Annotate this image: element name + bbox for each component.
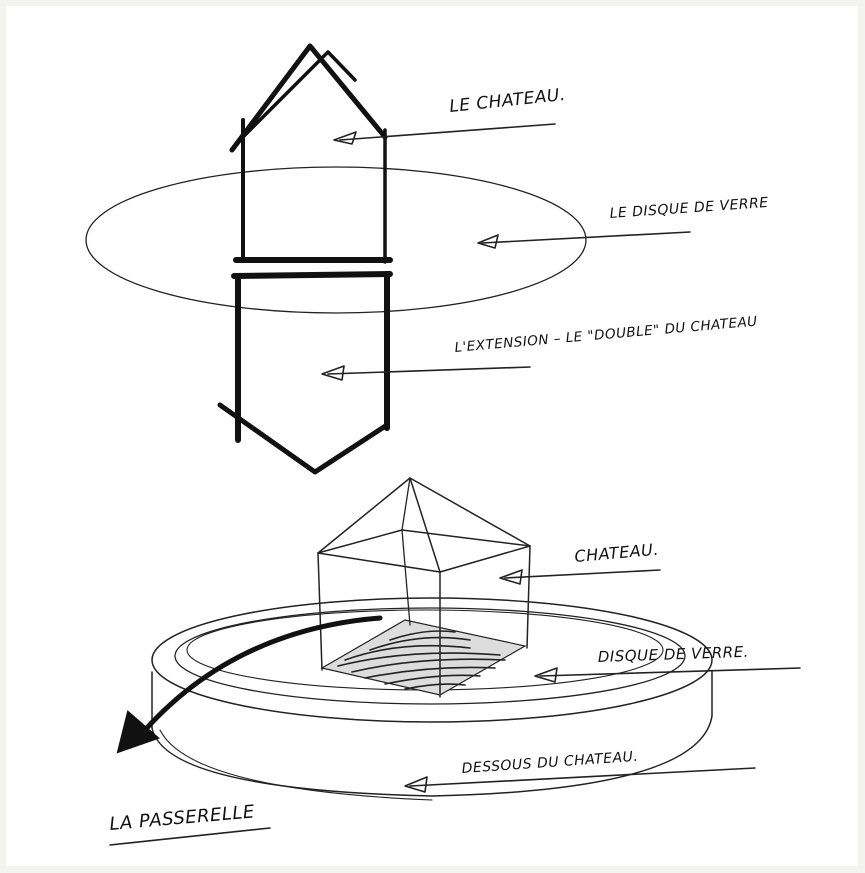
leader-chateau <box>334 124 555 144</box>
label-dessous-du-chateau: DESSOUS DU CHATEAU. <box>461 749 639 777</box>
leader-chateau-perspective <box>500 570 660 584</box>
sketch-sheet: LE CHATEAU. LE DISQUE DE VERRE L'EXTENSI… <box>6 6 858 866</box>
leader-disque <box>478 232 690 248</box>
label-extension: L'EXTENSION – LE "DOUBLE" DU CHATEAU <box>454 314 758 356</box>
elevation-diagram: LE CHATEAU. LE DISQUE DE VERRE L'EXTENSI… <box>86 46 769 472</box>
label-le-chateau: LE CHATEAU. <box>448 85 566 117</box>
leader-disque-perspective <box>535 668 800 682</box>
leader-extension <box>322 366 530 380</box>
perspective-diagram: CHATEAU. DISQUE DE VERRE. DESSOUS DU CHA… <box>109 478 800 845</box>
glass-disc-ellipse <box>86 167 586 313</box>
chateau-underside-hatching <box>322 620 525 695</box>
label-le-disque-de-verre: LE DISQUE DE VERRE <box>609 195 769 222</box>
label-disque-de-verre: DISQUE DE VERRE. <box>598 643 750 666</box>
label-chateau: CHATEAU. <box>574 540 660 566</box>
chateau-outline <box>232 46 390 262</box>
passerelle-arrow <box>118 618 380 752</box>
leader-dessous <box>405 768 755 792</box>
label-la-passerelle: LA PASSERELLE <box>109 801 256 835</box>
